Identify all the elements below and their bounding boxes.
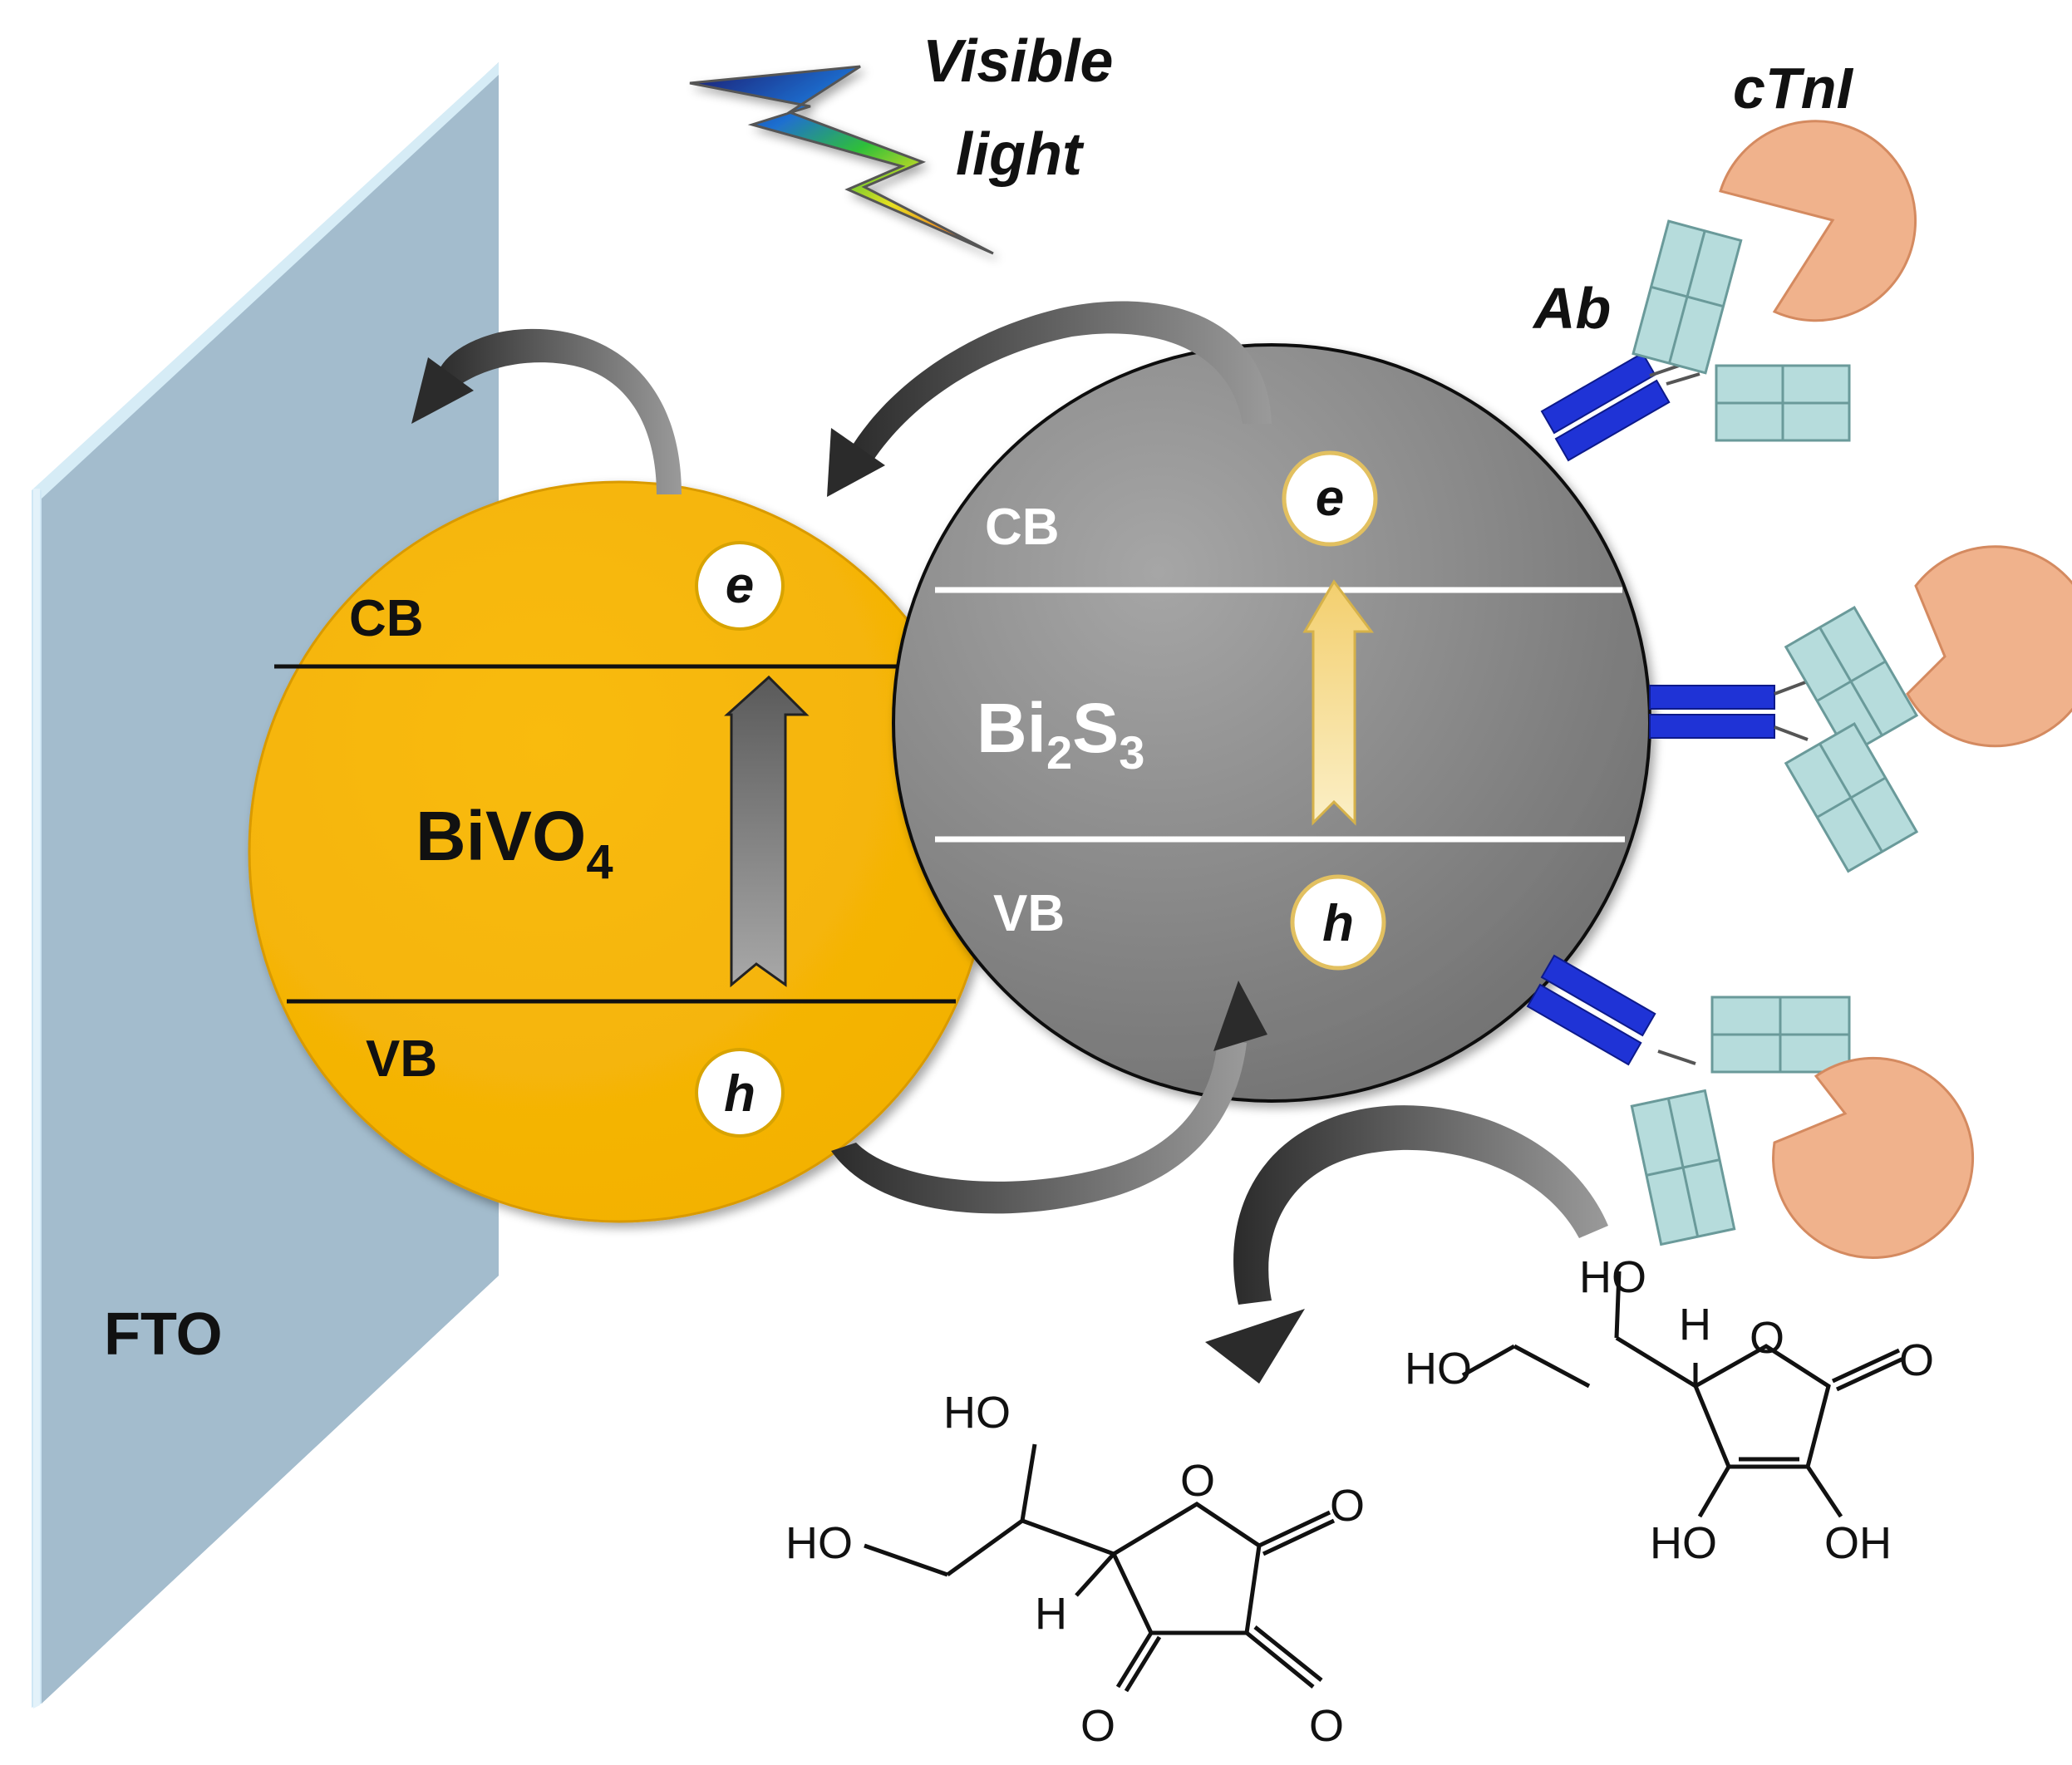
bi2s3-hole: h — [1290, 874, 1386, 971]
electron-transfer-arrow — [827, 301, 1272, 497]
bi2s3-vb-label: VB — [993, 885, 1065, 942]
bi2s3-electron: e — [1282, 450, 1378, 547]
aa-h: H — [1679, 1300, 1711, 1350]
ascorbic-acid-labels: HO H O O HO HO OH — [1405, 1252, 1934, 1568]
bivo4-electron-label: e — [726, 557, 754, 614]
bi2s3-excitation-arrow — [1302, 579, 1374, 826]
bivo4-excitation-arrow — [724, 675, 810, 988]
bi2s3-name: Bi2S3 — [977, 689, 1144, 779]
bivo4-cb-label: CB — [349, 590, 424, 647]
aa-ho-left: HO — [1405, 1344, 1472, 1394]
antigen-label: cTnI — [1733, 56, 1853, 120]
dha-o-carbonyl: O — [1330, 1481, 1365, 1531]
ascorbic-acid-structure — [1461, 1271, 1905, 1518]
dha-o-bottom-right: O — [1309, 1701, 1344, 1751]
antigen-top — [1719, 120, 1917, 322]
dha-o-ring: O — [1180, 1456, 1215, 1506]
antigen-bottom — [1772, 1056, 1975, 1259]
aa-o-ring: O — [1750, 1313, 1784, 1363]
aa-ho-top: HO — [1579, 1252, 1646, 1302]
visible-light-line1: Visible — [923, 28, 1113, 95]
bivo4-vb-label: VB — [366, 1030, 437, 1088]
lightning-icon — [689, 65, 994, 255]
hole-transfer-arrow — [831, 981, 1267, 1214]
antibody-label: Ab — [1532, 276, 1611, 341]
aa-oh-bottom-right: OH — [1824, 1518, 1892, 1568]
aa-o-carbonyl: O — [1899, 1335, 1934, 1385]
bivo4-hole-label: h — [724, 1065, 755, 1123]
bi2s3-electron-label: e — [1316, 470, 1344, 527]
oxidation-arrow — [1205, 1105, 1608, 1384]
bi2s3-cb-label: CB — [985, 499, 1060, 556]
aa-ho-bottom-left: HO — [1650, 1518, 1717, 1568]
dha-ho-top: HO — [943, 1388, 1011, 1438]
dha-h: H — [1035, 1589, 1067, 1639]
antigen-middle — [1906, 545, 2072, 748]
dha-ho-left: HO — [785, 1518, 853, 1568]
electron-to-fto-arrow — [411, 328, 682, 494]
bivo4-hole: h — [695, 1048, 785, 1138]
bivo4-electron: e — [695, 541, 785, 631]
fto-label: FTO — [104, 1301, 223, 1368]
bi2s3-hole-label: h — [1322, 895, 1354, 952]
dha-o-bottom-left: O — [1080, 1701, 1115, 1751]
antibody-middle — [1649, 605, 1919, 873]
antibody-top — [1540, 219, 1851, 462]
bivo4-name: BiVO4 — [416, 797, 613, 889]
dehydroascorbic-acid-structure — [864, 1443, 1336, 1693]
antibody-bottom — [1526, 954, 1851, 1246]
dehydroascorbic-acid-labels: HO HO H O O O O — [785, 1388, 1365, 1751]
visible-light-line2: light — [956, 121, 1085, 188]
